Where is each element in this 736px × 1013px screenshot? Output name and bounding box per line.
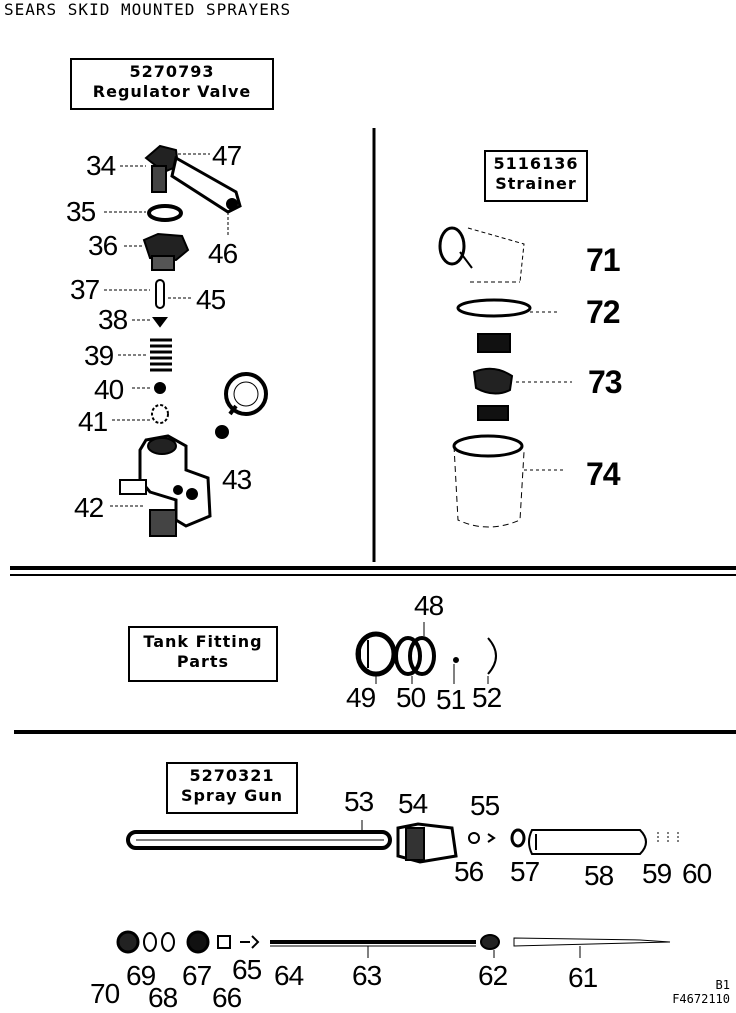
callout-65: 65: [232, 954, 262, 985]
callout-67: 67: [182, 960, 212, 991]
callout-54: 54: [398, 788, 428, 819]
callout-63: 63: [352, 960, 382, 991]
callout-60: 60: [682, 858, 712, 889]
callout-59: 59: [642, 858, 672, 889]
strainer-part-number: 5116136: [493, 154, 579, 173]
spray-gun-part-number: 5270321: [189, 766, 275, 785]
callout-40: 40: [94, 374, 124, 405]
tank-fitting-label: Tank Fitting Parts: [128, 626, 278, 682]
callout-42: 42: [74, 492, 104, 523]
callout-39: 39: [84, 340, 114, 371]
tank-fitting-line1: Tank Fitting: [143, 632, 263, 651]
regulator-parts: [104, 144, 268, 537]
callout-46: 46: [208, 238, 238, 269]
regulator-name: Regulator Valve: [92, 82, 252, 101]
callout-49: 49: [346, 682, 376, 713]
callout-74: 74: [586, 456, 621, 492]
spray-gun-name: Spray Gun: [180, 786, 284, 805]
callout-38: 38: [98, 304, 128, 335]
callout-47: 47: [212, 140, 242, 171]
regulator-part-number: 5270793: [129, 62, 215, 81]
callout-43: 43: [222, 464, 252, 495]
callout-66: 66: [212, 982, 242, 1013]
callout-55: 55: [470, 790, 500, 821]
callout-72: 72: [586, 294, 621, 330]
callout-61: 61: [568, 962, 598, 993]
callout-56: 56: [454, 856, 484, 887]
callout-50: 50: [396, 682, 426, 713]
callout-57: 57: [510, 856, 540, 887]
tank-fitting-parts: [355, 622, 497, 684]
callout-53: 53: [344, 786, 374, 817]
regulator-valve-label: 5270793 Regulator Valve: [70, 58, 274, 110]
callout-34: 34: [86, 150, 116, 181]
callout-48: 48: [414, 590, 444, 621]
callout-36: 36: [88, 230, 118, 261]
callout-62: 62: [478, 960, 508, 991]
callout-71: 71: [586, 242, 621, 278]
spray-gun-parts: [116, 820, 679, 958]
callout-51: 51: [436, 684, 466, 715]
strainer-name: Strainer: [495, 174, 577, 193]
callout-45: 45: [196, 284, 226, 315]
catalog-code-line2: F4672110: [672, 992, 730, 1006]
catalog-code: B1 F4672110: [640, 978, 730, 1006]
callout-73: 73: [588, 364, 623, 400]
strainer-parts: [438, 226, 572, 528]
callout-69: 69: [126, 960, 156, 991]
tank-fitting-line2: Parts: [176, 652, 230, 671]
catalog-code-line1: B1: [715, 978, 730, 992]
callout-52: 52: [472, 682, 502, 713]
callout-37: 37: [70, 274, 100, 305]
spray-gun-label: 5270321 Spray Gun: [166, 762, 298, 814]
callout-35: 35: [66, 196, 96, 227]
strainer-label: 5116136 Strainer: [484, 150, 588, 202]
callout-58: 58: [584, 860, 614, 891]
callout-64: 64: [274, 960, 304, 991]
callout-68: 68: [148, 982, 178, 1013]
page-title: SEARS SKID MOUNTED SPRAYERS: [4, 0, 292, 19]
callout-70: 70: [90, 978, 120, 1009]
callout-41: 41: [78, 406, 108, 437]
